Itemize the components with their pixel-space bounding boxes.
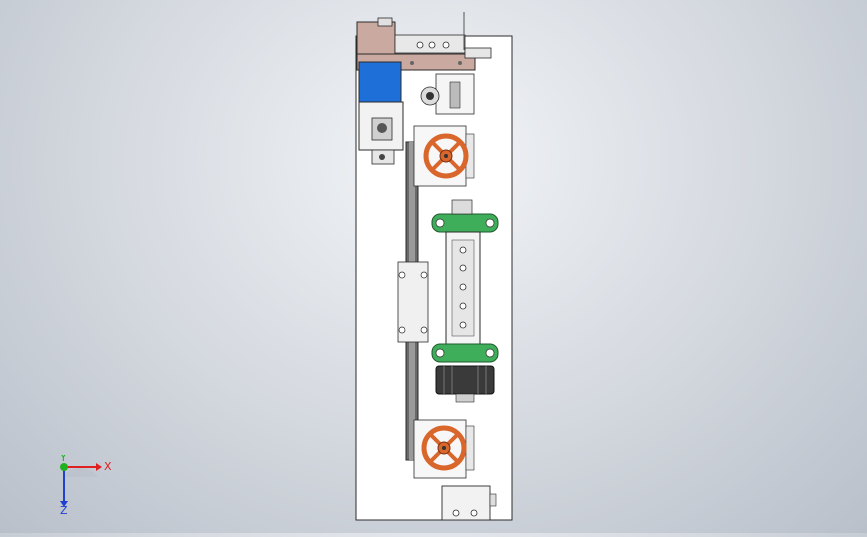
drive-pulley[interactable] — [435, 365, 495, 403]
upper-pillow-bearing[interactable] — [431, 199, 499, 233]
lower-handwheel-assembly[interactable] — [413, 419, 475, 479]
roller-shaft[interactable] — [445, 231, 481, 345]
x-axis-label: X — [104, 460, 112, 473]
x-axis-arrowhead — [96, 463, 102, 471]
top-housing[interactable] — [356, 12, 492, 71]
bottom-connector-block[interactable] — [441, 485, 497, 521]
z-axis-arrowhead — [60, 501, 68, 507]
orientation-triad: X Y Z — [48, 451, 118, 517]
z-axis-label: Z — [60, 504, 68, 515]
y-axis-dot — [60, 463, 68, 471]
lower-pillow-bearing[interactable] — [431, 343, 499, 363]
servo-motor[interactable] — [358, 61, 404, 165]
encoder-block[interactable] — [420, 73, 475, 115]
upper-handwheel-assembly[interactable] — [413, 125, 475, 187]
belt-tensioner[interactable] — [397, 261, 429, 343]
y-axis-label: Y — [59, 455, 67, 464]
